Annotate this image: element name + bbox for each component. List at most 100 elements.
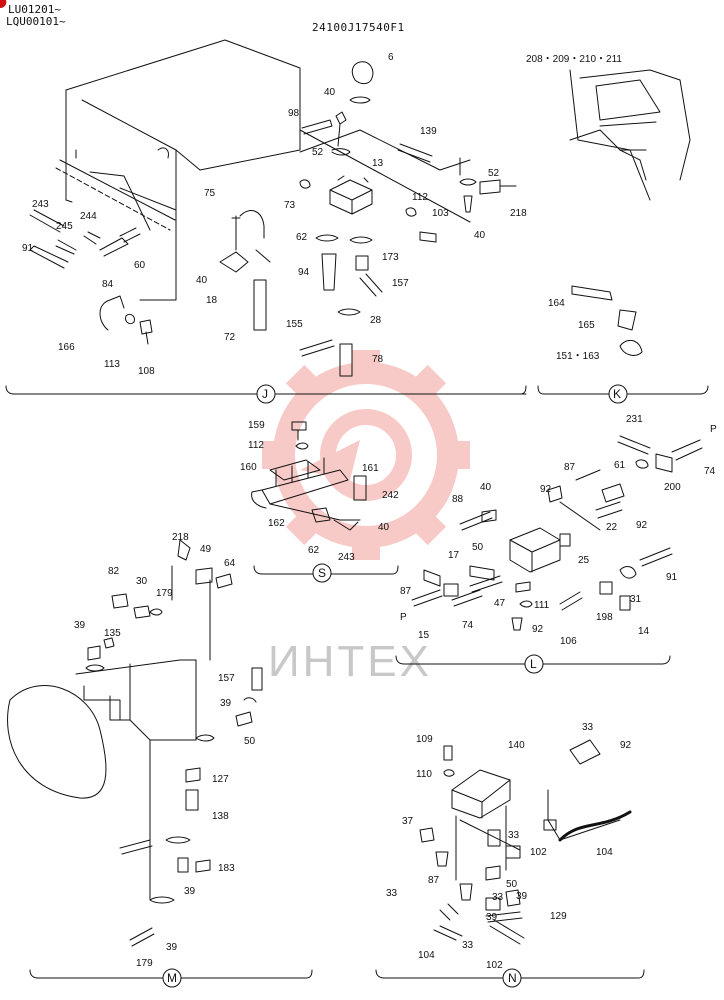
part-callout-S-4: 242 [382, 490, 399, 501]
part-callout-M-11: 127 [212, 774, 229, 785]
section-bubble-M [162, 968, 182, 988]
part-callout-M-0: 218 [172, 532, 189, 543]
part-callout-J-5: 13 [372, 158, 384, 169]
part-callout-N-11: 50 [506, 879, 518, 890]
part-callout-J-4: 139 [420, 126, 437, 137]
part-callout-L-23: 198 [596, 612, 613, 623]
part-callout-M-12: 138 [212, 811, 229, 822]
part-callout-J-30: 108 [138, 366, 155, 377]
part-callout-N-2: 140 [508, 740, 525, 751]
part-callout-N-5: 37 [402, 816, 414, 827]
section-label-S: S [318, 566, 326, 580]
part-callout-L-5: 87 [564, 462, 576, 473]
part-callout-J-23: 18 [206, 295, 218, 306]
part-callout-L-4: 200 [664, 482, 681, 493]
part-callout-J-22: 157 [392, 278, 409, 289]
serial-line-2: LQU00101~ [6, 15, 66, 28]
part-callout-M-1: 49 [200, 544, 212, 555]
part-callout-J-13: 243 [32, 199, 49, 210]
watermark-logo [262, 350, 470, 560]
part-callout-K-0: 164 [548, 298, 565, 309]
section-K-header: 208・209・210・211 [526, 54, 622, 65]
part-callout-J-16: 91 [22, 243, 34, 254]
part-callout-S-5: 40 [378, 522, 390, 533]
part-callout-M-8: 157 [218, 673, 235, 684]
part-callout-L-24: 14 [638, 626, 650, 637]
part-callout-J-29: 113 [104, 359, 120, 370]
part-callout-N-9: 87 [428, 875, 440, 886]
part-callout-N-7: 102 [530, 847, 547, 858]
part-callout-J-21: 94 [298, 267, 310, 278]
part-callout-M-15: 39 [166, 942, 178, 953]
part-callout-L-2: 61 [614, 460, 626, 471]
part-callout-L-13: 17 [448, 550, 460, 561]
part-callout-L-15: 87 [400, 586, 412, 597]
part-callout-J-2: 98 [288, 108, 300, 119]
part-callout-J-0: 6 [388, 52, 394, 63]
part-callout-J-15: 244 [80, 211, 97, 222]
part-callout-S-1: 112 [248, 440, 264, 451]
part-callout-S-7: 62 [308, 545, 320, 556]
part-callout-S-6: 162 [268, 518, 285, 529]
watermark-text: ИНТЕХ [268, 637, 432, 686]
drawing-number: 24100J17540F1 [312, 21, 405, 34]
part-callout-J-9: 103 [432, 208, 449, 219]
part-callout-M-13: 183 [218, 863, 235, 874]
part-callout-J-1: 40 [324, 87, 336, 98]
part-callout-J-10: 52 [488, 168, 500, 179]
section-label-L: L [530, 657, 537, 671]
part-callout-J-11: 218 [510, 208, 527, 219]
part-callout-S-0: 159 [248, 420, 265, 431]
section-bubbles [162, 384, 628, 988]
part-callout-L-6: 88 [452, 494, 464, 505]
section-bubble-J [256, 384, 276, 404]
part-callout-L-8: 92 [540, 484, 552, 495]
part-callout-L-7: 40 [480, 482, 492, 493]
part-callout-N-13: 39 [516, 891, 528, 902]
serial-line-1: LU01201~ [8, 3, 61, 16]
part-callout-L-12: 50 [472, 542, 484, 553]
part-callout-S-8: 243 [338, 552, 355, 563]
part-callout-L-22: 106 [560, 636, 577, 647]
part-callout-M-10: 50 [244, 736, 256, 747]
part-callout-L-19: 15 [418, 630, 430, 641]
part-callout-N-1: 109 [416, 734, 433, 745]
part-callout-L-17: 111 [534, 600, 550, 611]
part-callout-S-2: 160 [240, 462, 257, 473]
part-callout-J-12: 40 [474, 230, 486, 241]
part-callout-J-3: 52 [312, 147, 324, 158]
part-callout-J-25: 72 [224, 332, 236, 343]
section-label-N: N [508, 971, 517, 985]
part-callout-N-18: 102 [486, 960, 503, 971]
part-callout-J-27: 28 [370, 315, 382, 326]
part-callout-L-10: 92 [636, 520, 648, 531]
part-callout-J-19: 62 [296, 232, 308, 243]
part-callout-M-14: 39 [184, 886, 196, 897]
part-callout-L-20: 74 [462, 620, 474, 631]
line-drawing [5, 39, 709, 979]
part-callout-J-14: 245 [56, 221, 73, 232]
part-callout-L-16: 47 [494, 598, 506, 609]
part-callout-J-26: 155 [286, 319, 303, 330]
section-label-K: K [613, 387, 621, 401]
part-callout-L-25: P [400, 612, 407, 623]
part-callout-N-6: 33 [508, 830, 520, 841]
part-callout-N-8: 104 [596, 847, 613, 858]
section-bubble-S [312, 563, 332, 583]
part-callout-J-31: 78 [372, 354, 384, 365]
part-callout-J-18: 84 [102, 279, 114, 290]
part-callout-N-15: 129 [550, 911, 567, 922]
part-callout-L-14: 91 [666, 572, 678, 583]
section-bubble-N [502, 968, 522, 988]
part-callout-J-28: 166 [58, 342, 75, 353]
part-callout-J-6: 73 [284, 200, 296, 211]
part-callout-M-4: 30 [136, 576, 148, 587]
part-callout-M-5: 179 [156, 588, 173, 599]
part-callout-N-10: 33 [386, 888, 398, 899]
part-callout-L-18: 31 [630, 594, 642, 605]
part-callout-N-14: 39 [486, 912, 498, 923]
part-callout-S-3: 161 [362, 463, 379, 474]
part-callout-M-6: 39 [74, 620, 86, 631]
